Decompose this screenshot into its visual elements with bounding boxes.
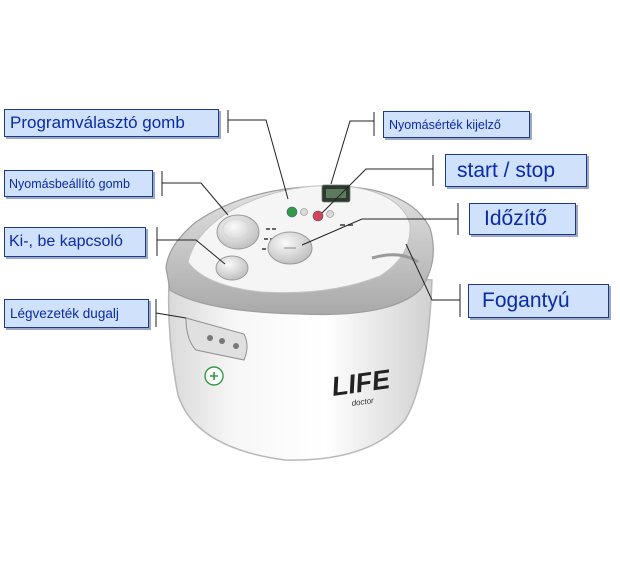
leader-onoff [156, 227, 226, 265]
label-air-hose-socket: Légvezeték dugalj [4, 299, 149, 328]
label-handle: Fogantyú [468, 284, 609, 318]
program-button-2[interactable] [300, 208, 308, 216]
pressure-setting-knob[interactable] [216, 214, 260, 250]
label-pressure-display: Nyomásérték kijelző [383, 111, 530, 138]
leader-display [330, 112, 375, 185]
air-hose-socket[interactable] [185, 317, 248, 361]
brand-subtitle: doctor [351, 396, 375, 408]
start-stop-button-2[interactable] [326, 210, 334, 218]
label-power-switch: Ki-, be kapcsoló [4, 227, 146, 257]
leader-program [227, 110, 289, 200]
leader-handle-right [405, 243, 461, 317]
leader-startstop [321, 155, 434, 214]
label-pressure-setting: Nyomásbeállító gomb [4, 170, 153, 197]
label-start-stop: start / stop [445, 154, 587, 187]
leader-timer [301, 203, 459, 246]
side-handle[interactable] [371, 253, 419, 264]
leader-pressure-set [161, 171, 229, 216]
leader-handle [155, 299, 187, 327]
power-switch[interactable] [215, 255, 249, 281]
label-timer: Időzítő [469, 203, 576, 235]
label-program-selector: Programválasztó gomb [4, 109, 219, 137]
emblem-icon [204, 366, 224, 386]
leader-lines [155, 110, 461, 327]
start-stop-button[interactable] [312, 210, 324, 222]
program-button-green[interactable] [286, 206, 298, 218]
